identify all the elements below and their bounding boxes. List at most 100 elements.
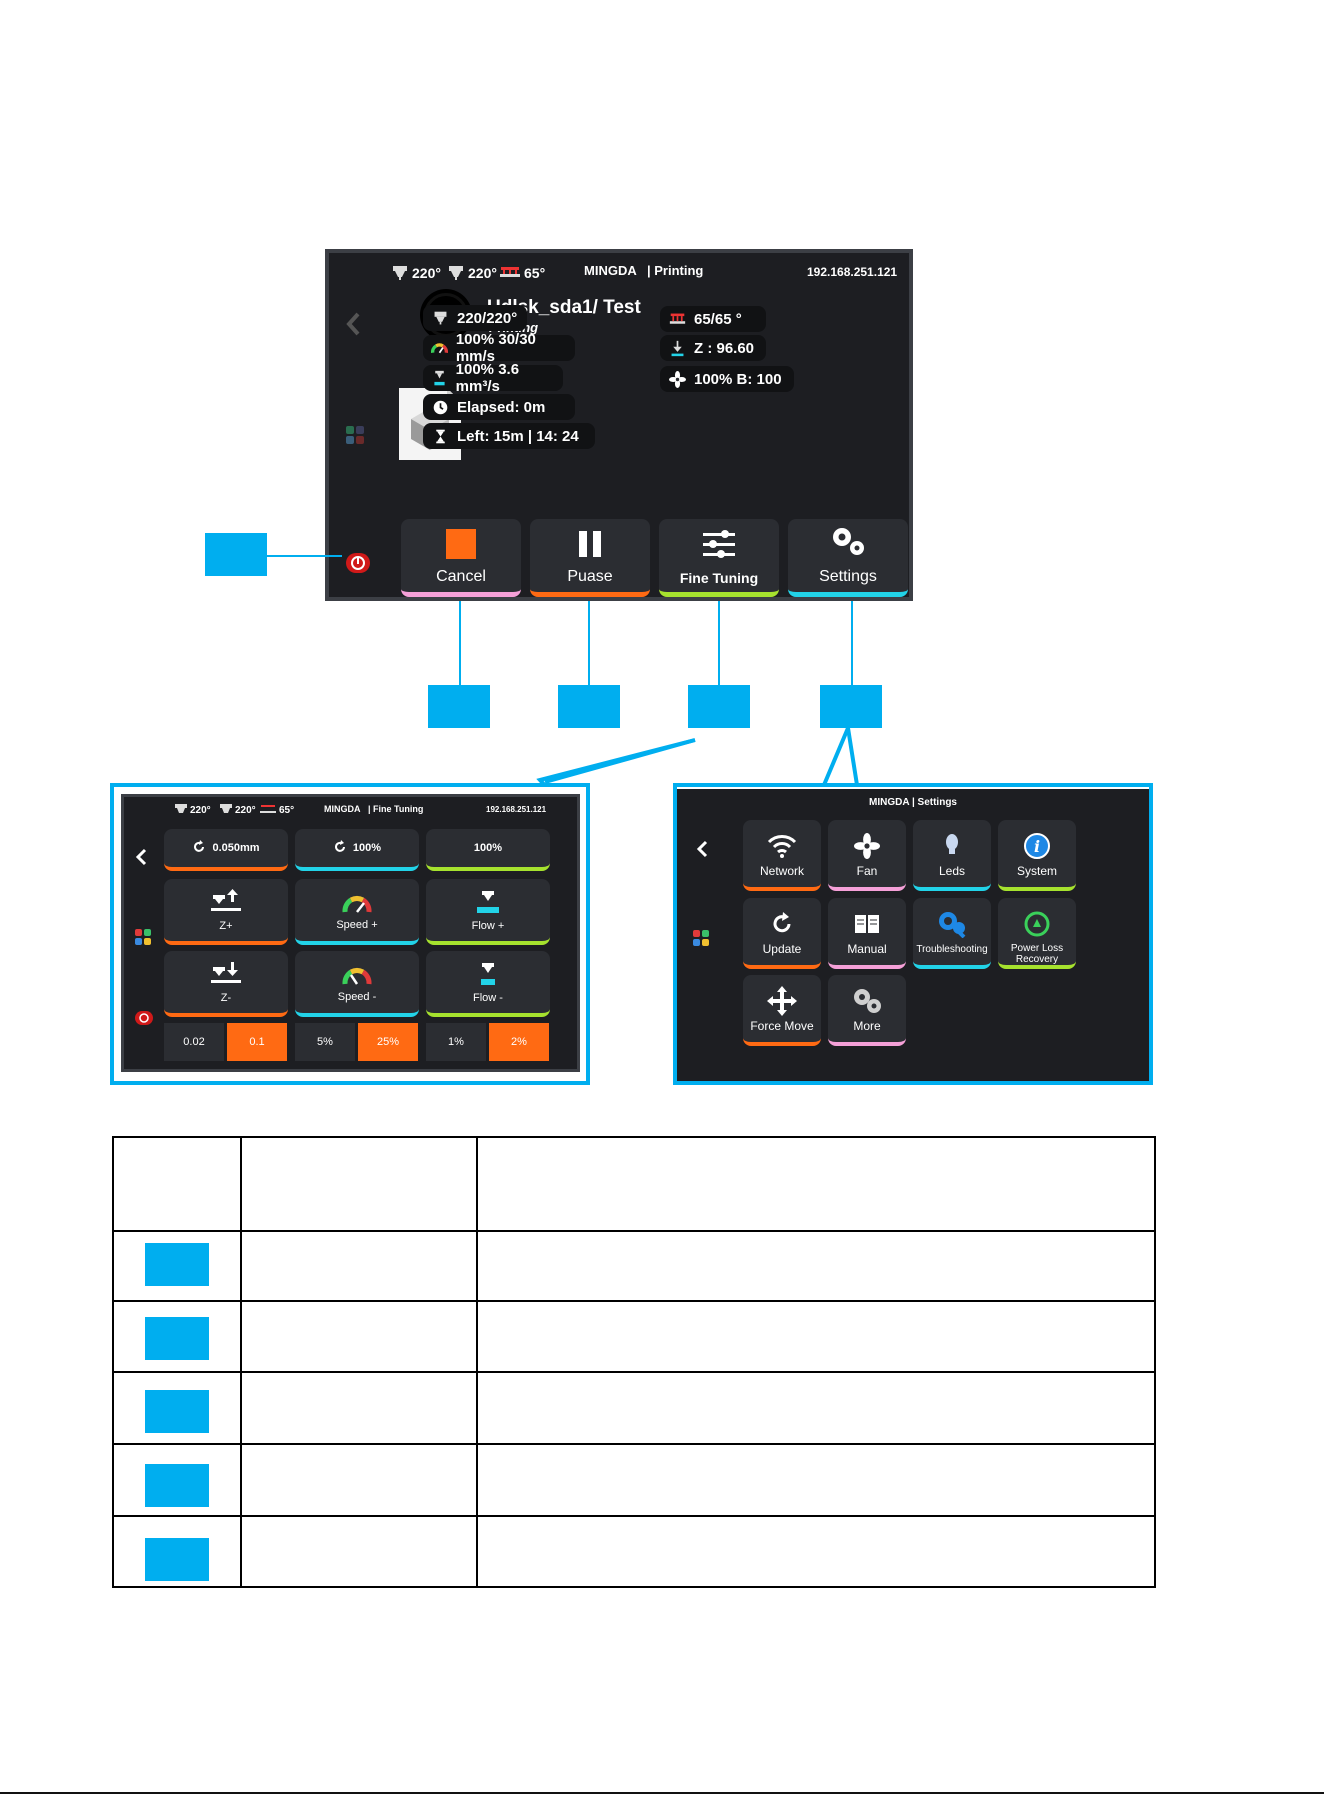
settings-button[interactable]: Settings bbox=[788, 519, 908, 597]
refresh-icon bbox=[333, 839, 347, 857]
stat-pill: Left: 15m | 14: 24 bbox=[423, 423, 595, 449]
fan-icon bbox=[854, 830, 880, 862]
apps-icon[interactable] bbox=[693, 930, 709, 951]
status-bar: 220° 220° 65° MINGDA | Printing 192.168.… bbox=[391, 263, 911, 283]
fine-top-value: 100% bbox=[352, 842, 382, 854]
settings-tile-troubleshooting[interactable]: Troubleshooting bbox=[913, 898, 991, 969]
z-up-icon bbox=[209, 888, 243, 920]
settings-tile-update[interactable]: Update bbox=[743, 898, 821, 969]
nozzle2-temp: 220° bbox=[235, 805, 256, 816]
bed-temp: 65° bbox=[279, 805, 295, 816]
callout-line bbox=[718, 601, 720, 685]
back-icon[interactable] bbox=[134, 847, 148, 872]
nozzle1-temp: 220° bbox=[190, 805, 211, 816]
fine-adjust-button[interactable]: Z- bbox=[164, 951, 288, 1017]
settings-tile-power-loss-recovery[interactable]: Power Loss Recovery bbox=[998, 898, 1076, 969]
settings-tile-more[interactable]: More bbox=[828, 975, 906, 1046]
emergency-stop-icon[interactable] bbox=[345, 551, 371, 580]
table-marker-4 bbox=[145, 1464, 209, 1507]
fine-adjust-label: Flow + bbox=[471, 919, 505, 932]
nozzle-icon bbox=[447, 265, 465, 284]
fine-top-button[interactable]: 0.050mm bbox=[164, 829, 288, 871]
refresh-icon bbox=[192, 839, 206, 857]
fine-adjust-button[interactable]: Flow - bbox=[426, 951, 550, 1017]
step-button[interactable]: 5% bbox=[295, 1023, 355, 1061]
stat-pill: Elapsed: 0m bbox=[423, 394, 575, 420]
settings-tile-force-move[interactable]: Force Move bbox=[743, 975, 821, 1046]
fine-adjust-button[interactable]: Speed - bbox=[295, 951, 419, 1017]
callout-line bbox=[851, 601, 853, 685]
back-icon[interactable] bbox=[695, 839, 709, 864]
settings-tile-label: Network bbox=[759, 864, 804, 878]
move-icon bbox=[767, 985, 797, 1017]
fine-adjust-label: Speed - bbox=[337, 990, 377, 1003]
fine-tuning-button[interactable]: Fine Tuning bbox=[659, 519, 779, 597]
printing-screen: 220° 220° 65° MINGDA | Printing 192.168.… bbox=[325, 249, 913, 601]
fine-top-button[interactable]: 100% bbox=[295, 829, 419, 871]
stat-text: Left: 15m | 14: 24 bbox=[457, 427, 579, 445]
stat-text: 100% B: 100 bbox=[694, 370, 782, 388]
refresh-icon bbox=[769, 908, 795, 940]
fine-top-button[interactable]: 100% bbox=[426, 829, 550, 871]
callout-marker-4 bbox=[688, 685, 750, 728]
button-label: Puase bbox=[567, 568, 613, 585]
button-label: Settings bbox=[819, 568, 877, 585]
fine-adjust-label: Flow - bbox=[473, 991, 503, 1004]
cancel-button[interactable]: Cancel bbox=[401, 519, 521, 597]
settings-tile-label: Manual bbox=[847, 942, 887, 956]
stat-pill: 100% 30/30 mm/s bbox=[423, 331, 575, 365]
fine-adjust-button[interactable]: Z+ bbox=[164, 879, 288, 945]
button-label: Fine Tuning bbox=[679, 570, 759, 586]
fine-adjust-label: Z+ bbox=[219, 919, 233, 932]
settings-tile-manual[interactable]: Manual bbox=[828, 898, 906, 969]
step-button[interactable]: 1% bbox=[426, 1023, 486, 1061]
fine-adjust-button[interactable]: Speed + bbox=[295, 879, 419, 945]
settings-tile-label: Fan bbox=[856, 864, 878, 878]
emergency-stop-icon[interactable] bbox=[134, 1009, 154, 1032]
gears-icon bbox=[850, 985, 884, 1017]
info-icon: i bbox=[1023, 830, 1051, 862]
settings-tile-label: Force Move bbox=[750, 1019, 814, 1033]
settings-tile-leds[interactable]: Leds bbox=[913, 820, 991, 891]
step-button[interactable]: 0.02 bbox=[164, 1023, 224, 1061]
apps-icon[interactable] bbox=[135, 929, 151, 950]
stat-text: 65/65 ° bbox=[694, 310, 742, 328]
power-recovery-icon bbox=[1023, 908, 1051, 939]
nozzle2-temp: 220° bbox=[468, 265, 497, 281]
hourglass-icon bbox=[423, 428, 457, 445]
fine-adjust-button[interactable]: Flow + bbox=[426, 879, 550, 945]
step-selected-button[interactable]: 2% bbox=[489, 1023, 549, 1061]
settings-tile-label: Leds bbox=[938, 864, 966, 878]
table-marker-3 bbox=[145, 1390, 209, 1433]
speed-gauge-icon bbox=[423, 340, 456, 357]
speed-down-icon bbox=[340, 962, 374, 991]
fine-tuning-screen: 220° 220° 65° MINGDA | Fine Tuning 192.1… bbox=[121, 794, 580, 1072]
callout-line bbox=[588, 601, 590, 685]
brand: MINGDA bbox=[584, 263, 637, 278]
bed-icon bbox=[499, 265, 521, 284]
settings-tile-label: System bbox=[1016, 864, 1057, 878]
settings-tile-fan[interactable]: Fan bbox=[828, 820, 906, 891]
back-icon[interactable] bbox=[344, 311, 362, 342]
bed-icon bbox=[260, 804, 276, 819]
apps-icon[interactable] bbox=[345, 425, 365, 450]
bed-icon bbox=[660, 311, 694, 328]
speed-up-icon bbox=[340, 890, 374, 919]
settings-tile-network[interactable]: Network bbox=[743, 820, 821, 891]
stat-text: Z : 96.60 bbox=[694, 339, 755, 357]
settings-tile-label: Update bbox=[762, 942, 802, 956]
callout-marker-1 bbox=[205, 533, 267, 576]
stat-pill: 100% B: 100 bbox=[660, 366, 794, 392]
z-axis-icon bbox=[660, 340, 694, 357]
fan-icon bbox=[660, 370, 694, 388]
callout-marker-2 bbox=[428, 685, 490, 728]
settings-tile-label: Troubleshooting bbox=[916, 944, 988, 955]
troubleshoot-icon bbox=[937, 908, 967, 940]
step-selected-button[interactable]: 25% bbox=[358, 1023, 418, 1061]
step-selected-button[interactable]: 0.1 bbox=[227, 1023, 287, 1061]
nozzle-icon bbox=[391, 265, 409, 284]
pause-button[interactable]: Puase bbox=[530, 519, 650, 597]
settings-title: MINGDA | Settings bbox=[869, 797, 957, 808]
svg-text:i: i bbox=[1034, 837, 1040, 856]
